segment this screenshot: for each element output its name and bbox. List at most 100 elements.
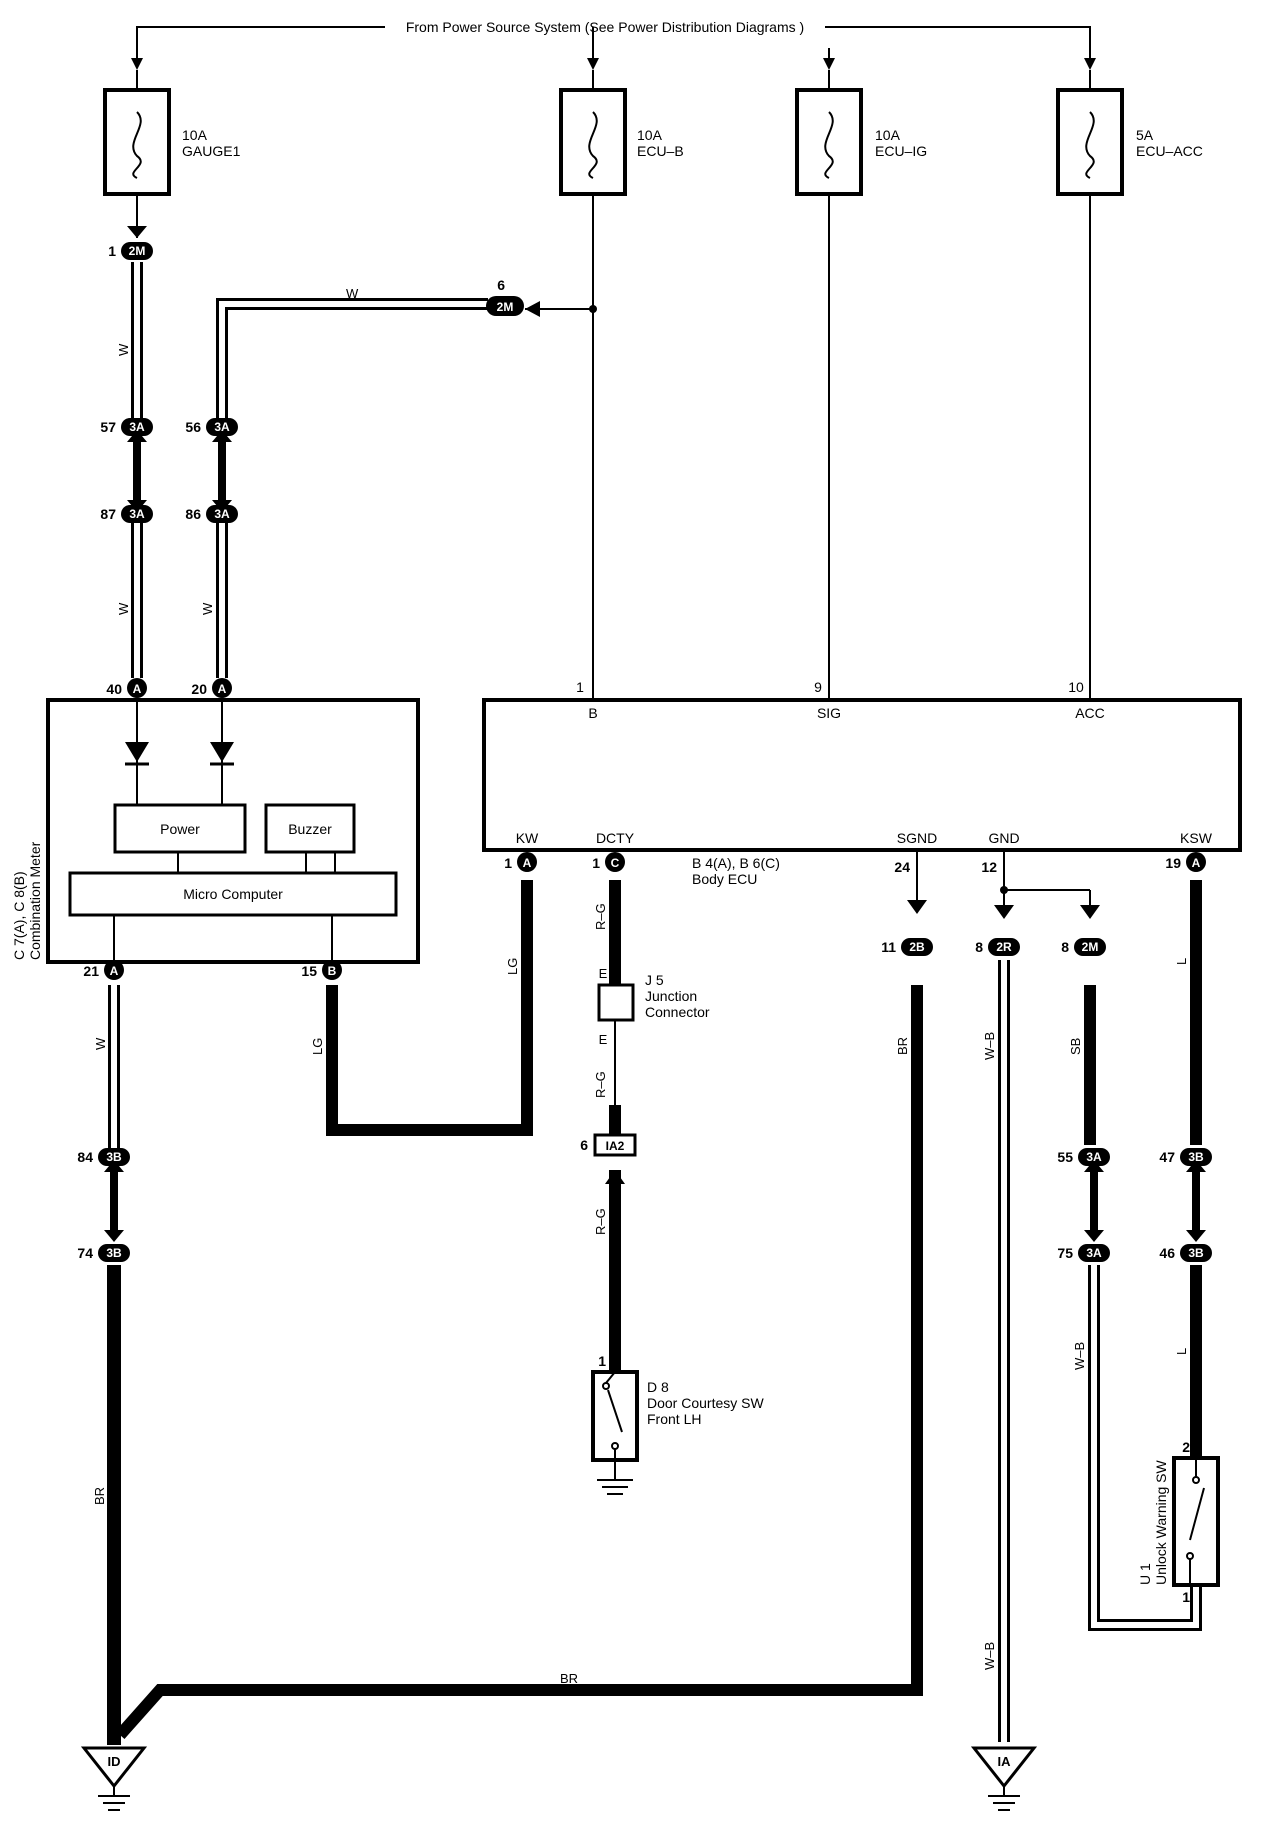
svg-text:2B: 2B — [909, 940, 925, 954]
connector-2m-8: 2M8 — [1061, 938, 1106, 956]
meter-label: Combination Meter — [27, 841, 43, 960]
switch-icon — [607, 1389, 623, 1433]
svg-text:6: 6 — [497, 277, 505, 293]
svg-text:KW: KW — [516, 830, 539, 846]
meter-label: C 7(A), C 8(B) — [11, 871, 27, 960]
unlock-warning-switch: 2 1 U 1 Unlock Warning SW — [1137, 1439, 1220, 1605]
fuse-icon — [1085, 111, 1095, 179]
svg-text:12: 12 — [981, 859, 997, 875]
svg-text:W: W — [93, 1037, 108, 1050]
connector-a-40: A40 — [106, 678, 147, 698]
svg-text:W–B: W–B — [1072, 1342, 1087, 1370]
connector-a-19: A 19 — [1165, 852, 1206, 872]
fuse-gauge1: 10A GAUGE1 — [103, 70, 241, 196]
combination-meter: Power Buzzer Micro Computer C 7(A), C 8(… — [11, 698, 420, 964]
svg-text:55: 55 — [1057, 1149, 1073, 1165]
svg-text:19: 19 — [1165, 855, 1181, 871]
svg-text:20: 20 — [191, 681, 207, 697]
svg-text:A: A — [1192, 856, 1201, 870]
fuse-amp: 10A — [182, 127, 208, 143]
micro-computer-label: Micro Computer — [183, 886, 283, 902]
svg-text:BR: BR — [92, 1487, 107, 1505]
svg-text:D 8: D 8 — [647, 1379, 669, 1395]
svg-text:BR: BR — [895, 1037, 910, 1055]
fuse-icon — [588, 111, 598, 179]
door-courtesy-switch: 1 D 8 Door Courtesy SW Front LH — [591, 1353, 764, 1462]
svg-text:A: A — [133, 682, 142, 696]
svg-text:SIG: SIG — [817, 705, 841, 721]
svg-text:LG: LG — [310, 1038, 325, 1055]
svg-text:3A: 3A — [214, 420, 230, 434]
svg-text:DCTY: DCTY — [596, 830, 635, 846]
svg-text:1: 1 — [576, 679, 584, 695]
svg-text:75: 75 — [1057, 1245, 1073, 1261]
junction-connector: E E J 5 Junction Connector — [597, 966, 710, 1047]
fuse-icon — [132, 111, 142, 179]
svg-text:46: 46 — [1159, 1245, 1175, 1261]
svg-text:SGND: SGND — [897, 830, 937, 846]
arrow-icon — [823, 58, 835, 70]
svg-text:47: 47 — [1159, 1149, 1175, 1165]
svg-text:2: 2 — [1182, 1439, 1190, 1455]
connector-3b-47: 3B 47 — [1159, 1148, 1212, 1166]
fuse-name: ECU–ACC — [1136, 143, 1203, 159]
svg-text:Junction: Junction — [645, 988, 697, 1004]
arrow-icon — [131, 58, 143, 70]
svg-text:W: W — [346, 286, 359, 301]
svg-text:W: W — [116, 343, 131, 356]
svg-text:3A: 3A — [129, 507, 145, 521]
svg-text:B: B — [328, 964, 337, 978]
wire-color-labels: W W W W W LG LG R–G R–G R–G BR BR BR W–B… — [92, 286, 1189, 1686]
white-wires — [108, 262, 1202, 1742]
body-ecu: 1 B 9 SIG 10 ACC KW DCTY SGND GND KSW 24… — [482, 679, 1242, 887]
fuse-ecu-acc: 5A ECU–ACC — [1056, 70, 1203, 196]
svg-text:1: 1 — [1182, 1589, 1190, 1605]
svg-text:ACC: ACC — [1075, 705, 1105, 721]
svg-text:B: B — [588, 705, 597, 721]
svg-text:Door Courtesy SW: Door Courtesy SW — [647, 1395, 764, 1411]
connector-3a-87: 3A 87 — [100, 505, 153, 523]
svg-text:1: 1 — [504, 855, 512, 871]
svg-text:9: 9 — [814, 679, 822, 695]
svg-text:56: 56 — [185, 419, 201, 435]
fuse-amp: 10A — [637, 127, 663, 143]
svg-text:KSW: KSW — [1180, 830, 1213, 846]
buzzer-block — [264, 803, 356, 854]
svg-text:A: A — [110, 964, 119, 978]
svg-text:ID: ID — [108, 1754, 121, 1769]
junction-dot — [1000, 886, 1008, 894]
svg-text:L: L — [1174, 958, 1189, 965]
svg-text:Unlock Warning SW: Unlock Warning SW — [1153, 1459, 1169, 1585]
junction-dot — [589, 305, 597, 313]
svg-text:3A: 3A — [214, 507, 230, 521]
svg-text:L: L — [1174, 1348, 1189, 1355]
svg-text:C: C — [611, 856, 620, 870]
connector-2m-1: 2M1 — [108, 242, 153, 260]
svg-text:R–G: R–G — [593, 1208, 608, 1235]
svg-text:IA: IA — [998, 1754, 1012, 1769]
svg-text:3B: 3B — [106, 1150, 122, 1164]
svg-text:87: 87 — [100, 506, 116, 522]
svg-text:74: 74 — [77, 1245, 93, 1261]
svg-text:SB: SB — [1068, 1038, 1083, 1055]
connector-b-15: B15 — [301, 960, 342, 980]
fuse-icon — [824, 111, 834, 179]
svg-text:W: W — [116, 602, 131, 615]
svg-text:11: 11 — [881, 939, 896, 955]
fuse-amp: 5A — [1136, 127, 1154, 143]
svg-text:8: 8 — [1061, 939, 1069, 955]
power-source-label: From Power Source System (See Power Dist… — [406, 19, 804, 35]
svg-text:A: A — [218, 682, 227, 696]
svg-text:A: A — [523, 856, 532, 870]
svg-text:1: 1 — [598, 1353, 606, 1369]
svg-text:3B: 3B — [1188, 1150, 1204, 1164]
svg-text:W–B: W–B — [982, 1642, 997, 1670]
svg-text:24: 24 — [894, 859, 910, 875]
svg-text:2M: 2M — [129, 244, 146, 258]
arrow-icon — [1084, 58, 1096, 70]
switch-icon — [1189, 1487, 1205, 1541]
